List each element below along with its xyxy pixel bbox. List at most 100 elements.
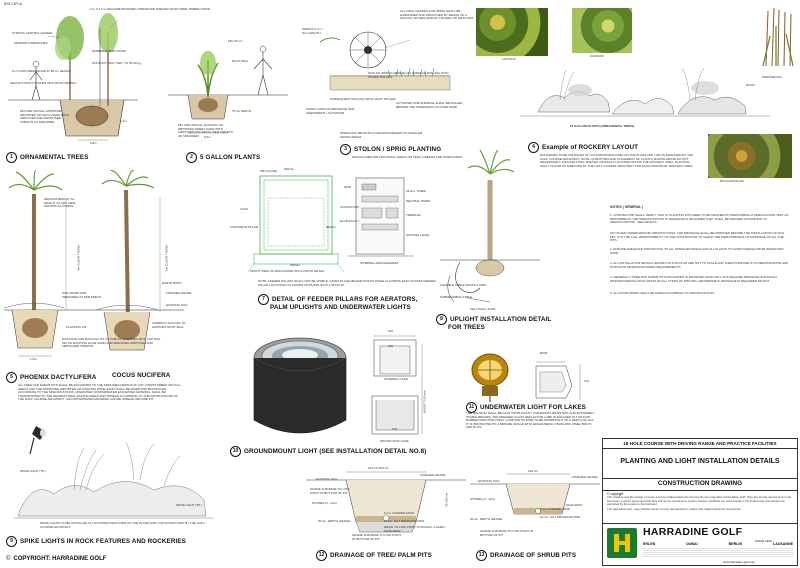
copyright-heading: © copyright [607,492,624,496]
caption-number: 13 [476,550,487,561]
s5-note-8: 4m CLEAR TRUNK [76,244,81,271]
caption-title-cocus: COCUS NUCIFERA [112,372,171,379]
s2-note-3: 70 cm DEPTH [232,109,252,113]
gallon-plants-drawing [168,45,288,134]
bougainvillea-photo [708,134,792,178]
caption-title: 5 GALLON PLANTS [200,154,261,161]
s2-note-1: ROOT BALL [232,59,249,63]
uplight-note-2: CELL PACK JOINT [470,307,496,311]
feeder-pillar-drawing [247,175,414,273]
uw-dim-270: 270 [584,379,590,383]
s1-note-5: HEALTHY ROOT SYSTEM (NOT ROOT BOUND) [10,81,77,85]
stolon-sprig-drawing [319,31,451,91]
dt-label-2: FINISHED GRADE [420,473,446,477]
s3-note-6: ACTIVATED SUB-SURFACE SHALL BE ROLLED BE… [396,101,463,109]
dt-label-9: 6 cm. COARSE SAND [384,511,415,515]
caption-drainage-shrub: 13 DRAINAGE OF SHRUB PITS [476,550,576,561]
copyright-text: COPYRIGHT: HARRADINE GOLF [13,556,107,562]
harradine-logo-icon [607,528,637,558]
rockery-note: ROCKERIES TO BE INSTALLED AT LOCATIONS I… [540,153,694,168]
project-title: 18 HOLE COURSE WITH DRIVING RANGE AND PR… [603,439,797,449]
general-note-1: 1. CONTRACTOR SHALL VERIFY THAT IF PLANT… [610,213,789,225]
s5-note-5: COMPACT SOIL MIX TO SUPPORT ROOT BALL [152,321,186,329]
feeder-label-front-view: FRONT VIEW OF ENCLOSURE WITH PLINTH DETA… [250,269,325,273]
caption-spike-lights: 9 SPIKE LIGHTS IN ROCK FEATURES AND ROCK… [6,536,186,547]
general-note-1b: OR OTHER UNDERGROUND OBSTRUCTIONS, THE D… [610,231,785,243]
rockery-drawing [520,67,770,117]
dt-label-6: 10 cm. SLIT DRAINAGE PIPE [384,519,425,523]
s1-dim-0: 1.2m [120,119,127,123]
s5-note-7: PLANTING PIT [66,325,87,329]
feeder-label-pillar: CONCRETE PILLAR [230,225,259,229]
title-block: 18 HOLE COURSE WITH DRIVING RANGE AND PR… [602,438,798,566]
gm-dim-150: 150 [392,427,398,431]
office-list: ERLEN DUBAI BERLIN LAUSANNE [643,542,793,546]
uw-dim-diameter: Ø230 [540,351,548,355]
s2-note-2: MIX AND INSTALL EXISTING OR IMPORTED SWE… [178,123,233,138]
caption-drainage-tree: 12 DRAINAGE OF TREE/ PALM PITS [316,550,432,561]
caption-title-phoenix: PHOENIX DACTYLIFERA [20,374,97,381]
spike-lights-drawing [14,426,214,519]
gm-dim-165: 165 [388,329,394,333]
underwater-light-section [535,361,581,400]
drawing-code: B29-21PI-A [4,2,23,6]
copyright-icon: © [6,556,11,562]
s5-note-10: 1.5m [30,357,37,361]
s1-note-3: RUBBER STRAP FIXING [92,49,127,53]
ds-label-6: 10 cm. SLIT DRAINAGE PIPE [540,515,581,519]
spike-label-0: SPIKE LIGHT (TP.) [20,469,46,473]
caption-cocus: COCUS NUCIFERA [112,372,170,379]
ds-label-1: FINISHED GRADE [572,475,598,479]
caption-number: 5 [6,372,17,383]
spike-label-1: SPIKE LIGHT (TP.) [176,503,202,507]
s1-note-1: STRONG CENTRAL LEADER [12,31,53,35]
caption-number: 4 [528,142,539,153]
label-lantana: LANTANA [502,57,516,61]
s5-note-2: FINISHED GRADE [166,291,192,295]
caption-groundmount: 10 GROUNDMOUNT LIGHT (SEE INSTALLATION D… [230,446,426,457]
ds-label-8: SOAKAWAY [566,503,583,507]
ds-label-7: GRADE SUB-BASE TO LOW POINT AT BOTTOM OF… [480,529,534,537]
s1-note-0: 2 m X 1.2 m MACHINE BOUNDED, PRESSURE TR… [90,7,211,11]
copyright-body: This drawing and the design it covers an… [607,495,792,506]
sheet-title-cell: PLANTING AND LIGHT INSTALLATION DETAILS [603,448,797,479]
copyright-footer: © COPYRIGHT: HARRADINE GOLF [6,556,106,562]
feeder-dim-800: 800mm [326,225,337,229]
caption-title: DRAINAGE OF SHRUB PITS [490,552,577,559]
caption-title-2: FOR TREES [448,324,485,331]
caption-rockery: 4 Example of ROCKERY LAYOUT [528,142,638,153]
label-rock: ROCK [746,83,755,87]
caption-number: 3 [340,144,351,155]
caption-title: Example of ROCKERY LAYOUT [542,144,639,151]
caption-number: 11 [466,402,477,413]
uw-note: THE HOUSING SHALL BE CAST FROM HIGHLY CO… [466,411,595,430]
drainage-shrub-pits-drawing [470,473,600,515]
label-10-gallon: 10 GALLON PLANTS (ORNAMENTAL TREES) [570,124,635,128]
groundmount-light-photo [240,328,360,440]
s3-note-1: SPRIGS 5 cm x 5cm LENGTH [302,27,324,35]
s1-note-2: MINIMUM 5 BRANCHES [14,41,48,45]
caption-title: DRAINAGE OF TREE/ PALM PITS [330,552,432,559]
s2-note-0: MIN 15 cm [228,39,243,43]
s5-note-1: EARTH BUND [162,281,182,285]
palms-note: ALL TREE AND SHRUB PITS SHALL BE EXCAVAT… [18,383,181,402]
caption-palms: 5 PHOENIX DACTYLIFERA [6,372,96,383]
logo-row: HARRADINE GOLF SINCE 1929 ERLEN DUBAI BE… [603,523,797,566]
gm-protection-case: PROTECTION CASE [380,439,409,443]
drainage-tree-pits-drawing [306,471,466,533]
company-website[interactable]: www.harradine-golf.com [723,560,756,564]
ornamental-trees-drawing [8,13,138,141]
s3-note-4: SUBSEQUENT ROLLING WITH LIGHT ROLLER [330,97,396,101]
duranta-photo [572,8,632,53]
dt-label-3: GRADE SUB-BASE TO LOW POINT AT BOTTOM OF… [310,487,350,495]
pennisetum-photo [762,7,794,66]
caption-underwater: 11 UNDERWATER LIGHT FOR LAKES [466,402,586,413]
lantana-photo [476,8,548,56]
company-since: SINCE 1929 [755,539,772,543]
spike-note: SPIKE LIGHTS TO BE INSTALLED AT LOCATION… [40,521,205,529]
s3-note-3: SUPPLY AND INCORPORATE SOIL AMENDMENT / … [306,107,355,115]
copyright-block: © copyright This drawing and the design … [607,492,793,511]
office-addresses [643,548,793,558]
gm-dim-130: 130 [388,344,394,348]
